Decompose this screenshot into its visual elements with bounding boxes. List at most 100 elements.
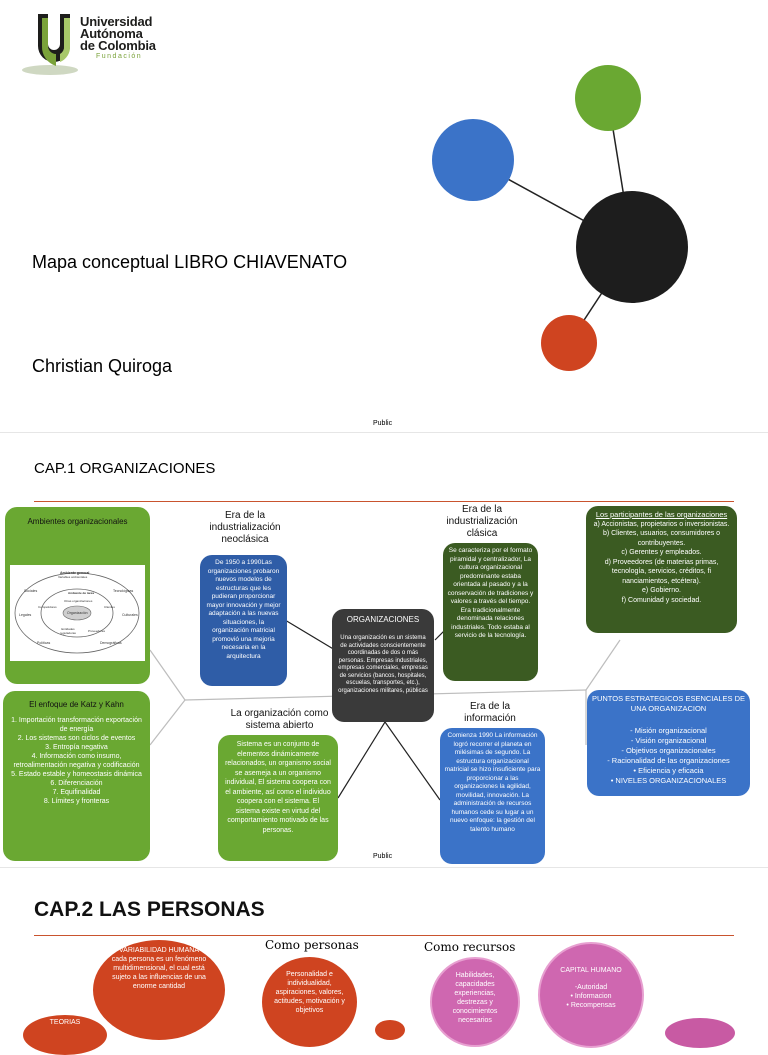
list-item: d) Proveedores (de materias primas, tecn… (604, 558, 719, 585)
list-item: - Racionalidad de las organizaciones (607, 756, 730, 765)
informacion-text: Comienza 1990 La información logró recor… (444, 732, 541, 833)
como-personas-label: Como personas (265, 938, 359, 952)
diagram-inner-label: Ambiente de tarea (68, 591, 95, 595)
variabilidad-title: VARIABILIDAD HUMANA (119, 947, 199, 954)
logo-emblem-icon (22, 14, 78, 75)
chapter-title: CAP.2 LAS PERSONAS (34, 898, 265, 921)
variabilidad-circle: VARIABILIDAD HUMANA cada persona es un f… (93, 940, 225, 1040)
personalidad-text: Personalidad e individualidad, aspiracio… (274, 971, 345, 1014)
list-item: • Eficiencia y eficacia (633, 766, 704, 775)
list-item: • Informacion (570, 993, 612, 1000)
puntos-estrategicos-box: PUNTOS ESTRATEGICOS ESENCIALES DE UNA OR… (587, 690, 750, 796)
habilidades-text: Habilidades, capacidades experiencias, d… (452, 972, 498, 1024)
partial-circle (665, 1018, 735, 1048)
list-item: 1. Importación transformación exportació… (11, 717, 142, 733)
ambientes-diagram: Ambiente general Variables ambientales A… (10, 565, 145, 661)
puntos-title: PUNTOS ESTRATEGICOS ESENCIALES DE UNA OR… (591, 694, 746, 713)
list-item-text: Informacion (574, 993, 612, 1000)
katz-list: 1. Importación transformación exportació… (11, 716, 142, 806)
neoclasica-label: Era de la industrialización neoclásica (209, 510, 281, 545)
participantes-title: Los participantes de las organizaciones (595, 510, 728, 519)
list-item: f) Comunidad y sociedad. (621, 596, 702, 604)
organizaciones-center-node: ORGANIZACIONES Una organización es un si… (332, 609, 434, 722)
list-item: 7. Equifinalidad (52, 789, 101, 796)
habilidades-circle: Habilidades, capacidades experiencias, d… (430, 957, 520, 1047)
green-circle (575, 65, 641, 131)
classification-label: Public (373, 853, 393, 860)
diagram-outer-sub: Variables ambientales (58, 575, 88, 579)
informacion-box: Comienza 1990 La información logró recor… (440, 728, 545, 864)
list-item: a) Accionistas, propietarios o inversion… (593, 520, 730, 528)
diagram-label: Legales (19, 613, 32, 617)
list-item: 2. Los sistemas son ciclos de eventos (17, 735, 136, 742)
title-rule (34, 501, 734, 502)
list-item: - Visión organizacional (630, 736, 707, 745)
list-item: • NIVELES ORGANIZACIONALES (610, 776, 727, 785)
presentation-title: Mapa conceptual LIBRO CHIAVENATO (32, 252, 348, 272)
list-item: • Recompensas (566, 1002, 616, 1009)
sistema-abierto-label: La organización como sistema abierto (230, 708, 329, 731)
title-rule (34, 935, 734, 936)
diagram-center-label: Organización (67, 611, 88, 615)
logo-sub: Fundación (96, 53, 143, 60)
list-item: - Misión organizacional (630, 726, 707, 735)
diagram-label: Demográficas (100, 641, 122, 645)
diagram-label: Sociales (24, 589, 38, 593)
capital-title: CAPITAL HUMANO (560, 967, 622, 974)
diagram-outer-label: Ambiente general (60, 571, 90, 575)
participantes-box: Los participantes de las organizaciones … (586, 506, 737, 633)
clasica-box: Se caracteriza por el formato piramidal … (443, 543, 538, 681)
neoclasica-box: De 1950 a 1990Las organizaciones probaro… (200, 555, 287, 686)
sistema-abierto-text: Sistema es un conjunto de elementos diná… (225, 741, 331, 834)
katz-kahn-box: El enfoque de Katz y Kahn 1. Importación… (3, 691, 150, 861)
chapter-title: CAP.1 ORGANIZACIONES (34, 460, 216, 477)
list-item: - Objetivos organizacionales (621, 746, 716, 755)
teorias-label: TEORIAS (49, 1019, 81, 1026)
diagram-label: Entidades reguladoras (60, 627, 76, 635)
variabilidad-text: cada persona es un fenómeno multidimensi… (111, 956, 207, 990)
list-item: e) Gobierno. (642, 587, 681, 594)
black-circle (576, 191, 688, 303)
diagram-label: Competidores (38, 605, 57, 609)
list-item: b) Clientes, usuarios, consumidores o co… (602, 530, 721, 547)
partial-circle (375, 1020, 405, 1040)
logo-line-3: de Colombia (80, 38, 156, 53)
environment-diagram (14, 572, 140, 654)
blue-circle (432, 119, 514, 201)
ambientes-title: Ambientes organizacionales (27, 517, 128, 526)
classification-label: Public (373, 420, 393, 427)
neoclasica-text: De 1950 a 1990Las organizaciones probaro… (206, 559, 281, 660)
diagram-label: Culturales (122, 613, 138, 617)
diagram-label: Proveedores (88, 629, 106, 633)
personalidad-circle: Personalidad e individualidad, aspiracio… (262, 957, 357, 1047)
diagram-label: Políticas (37, 641, 51, 645)
red-circle (541, 315, 597, 371)
list-item: -Autoridad (574, 984, 608, 991)
list-item: 6. Diferenciación (50, 780, 103, 787)
clasica-text: Se caracteriza por el formato piramidal … (447, 547, 534, 639)
diagram-label: Clientes (104, 605, 115, 609)
informacion-label: Era de la información (464, 701, 516, 724)
slide-divider (0, 432, 768, 433)
author-name: Christian Quiroga (32, 356, 173, 376)
clasica-label: Era de la industrialización clásica (446, 504, 518, 539)
como-recursos-label: Como recursos (424, 940, 516, 954)
sistema-abierto-box: Sistema es un conjunto de elementos diná… (218, 735, 338, 861)
center-text: Una organización es un sistema de activi… (338, 635, 428, 694)
molecule-graphic (432, 65, 688, 371)
logo-line-1: Universidad (80, 14, 153, 29)
list-item: 8. Límites y fronteras (43, 798, 110, 805)
list-item: 3. Entropía negativa (45, 744, 108, 751)
ambientes-box: Ambientes organizacionales Ambiente gene… (5, 507, 150, 684)
list-item-text: Recompensas (570, 1002, 616, 1009)
list-item: 4. Información como insumo, retroaliment… (13, 753, 140, 769)
katz-title: El enfoque de Katz y Kahn (29, 700, 124, 709)
list-item: c) Gerentes y empleados. (621, 549, 702, 556)
list-item-text: Eficiencia y eficacia (638, 766, 704, 775)
university-logo: Universidad Autónoma de Colombia Fundaci… (20, 6, 160, 76)
diagram-inner-sub: Otras organizaciones (64, 599, 93, 603)
capital-humano-circle: CAPITAL HUMANO -Autoridad • Informacion … (538, 942, 644, 1048)
list-item: 5. Estado estable y homeostasis dinámica (11, 771, 142, 778)
teorias-circle: TEORIAS (23, 1015, 107, 1055)
slide-divider (0, 867, 768, 868)
